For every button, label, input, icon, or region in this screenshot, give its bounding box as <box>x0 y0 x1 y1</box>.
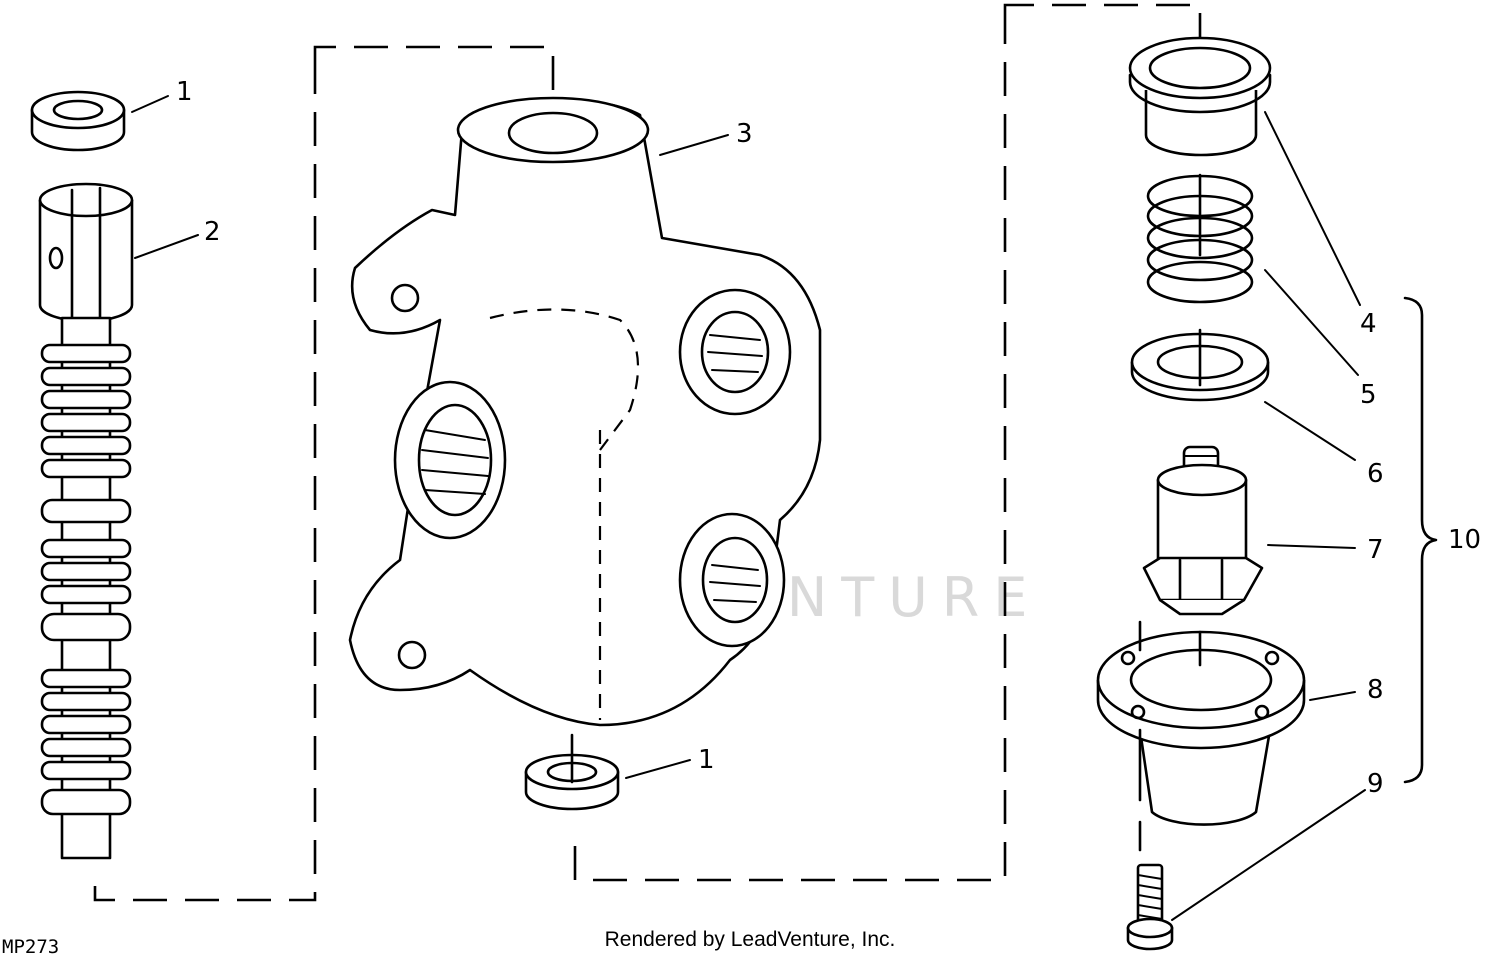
leader-lines <box>131 95 1438 921</box>
relief-cap <box>1128 36 1272 157</box>
washer <box>1130 328 1270 402</box>
callout-labels: 1 2 3 1 4 5 6 7 8 9 10 <box>176 77 1481 799</box>
seal-ring-bottom <box>524 733 620 811</box>
callout-6: 6 <box>1367 459 1384 489</box>
callout-8: 8 <box>1367 675 1384 705</box>
relief-spring <box>1146 173 1254 304</box>
callout-1-bottom: 1 <box>698 745 715 775</box>
relief-poppet <box>1142 445 1264 616</box>
seal-ring-top <box>30 90 126 152</box>
credit-line: Rendered by LeadVenture, Inc. <box>604 928 896 951</box>
callout-7: 7 <box>1367 535 1384 565</box>
callout-1-top: 1 <box>176 77 193 107</box>
callout-3: 3 <box>736 119 753 149</box>
flange-housing <box>1096 620 1306 826</box>
callout-5: 5 <box>1360 380 1377 410</box>
figure-id: MP273 <box>2 936 60 958</box>
callout-2: 2 <box>204 217 221 247</box>
callout-9: 9 <box>1367 769 1384 799</box>
valve-body <box>348 96 822 727</box>
callout-4: 4 <box>1360 309 1377 339</box>
cap-screw <box>1126 820 1174 951</box>
valve-spool <box>38 182 134 860</box>
callout-10: 10 <box>1448 525 1481 555</box>
